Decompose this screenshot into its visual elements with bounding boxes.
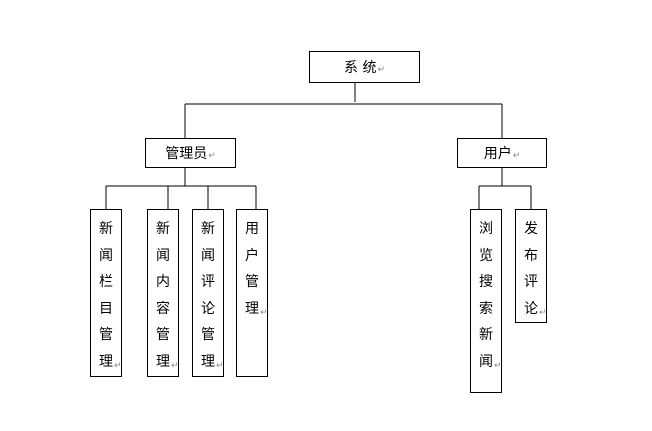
leaf-label-char: 览 [479, 247, 493, 264]
leaf-label-char: 论↵ [524, 296, 547, 323]
leaf-user-management: 用户管理↵ [236, 209, 268, 377]
admin-node: 管理员↵ [145, 138, 236, 168]
leaf-label-char: 浏 [479, 221, 493, 237]
return-mark: ↵ [260, 307, 268, 318]
leaf-label-char: 新 [156, 221, 170, 237]
leaf-label-char: 目 [99, 300, 113, 317]
leaf-label-char: 闻 [201, 247, 215, 264]
leaf-label-char: 评 [524, 274, 538, 290]
leaf-browse-search-news: 浏览搜索新闻↵ [470, 209, 502, 393]
leaf-label-char: 发 [524, 221, 538, 237]
leaf-label-char: 理↵ [245, 296, 268, 323]
return-mark: ↵ [114, 360, 122, 371]
leaf-label-char: 闻 [99, 247, 113, 264]
root-node: 系 统↵ [309, 51, 420, 83]
user-label: 用户 [483, 146, 512, 162]
leaf-label-char: 布 [524, 247, 538, 264]
return-mark: ↵ [216, 360, 224, 371]
leaf-news-comment-management: 新闻评论管理↵ [192, 209, 224, 377]
leaf-news-content-management: 新闻内容管理↵ [147, 209, 179, 377]
leaf-label-char: 新 [479, 327, 493, 343]
leaf-label-char: 索 [479, 300, 493, 317]
admin-label: 管理员 [165, 146, 208, 162]
leaf-label-char: 理↵ [156, 349, 179, 376]
leaf-label-char: 理↵ [99, 349, 122, 376]
leaf-label-char: 管 [156, 327, 170, 343]
leaf-label-char: 管 [99, 327, 113, 343]
leaf-news-column-management: 新闻栏目管理↵ [90, 209, 122, 377]
root-label: 系 统 [344, 60, 377, 76]
leaf-label-char: 论 [201, 300, 215, 317]
return-mark: ↵ [512, 151, 521, 161]
leaf-label-char: 容 [156, 300, 170, 317]
return-mark: ↵ [494, 360, 502, 371]
leaf-label-char: 内 [156, 274, 170, 290]
leaf-label-char: 新 [99, 221, 113, 237]
user-node: 用户↵ [457, 138, 547, 168]
return-mark: ↵ [539, 307, 547, 318]
leaf-label-char: 评 [201, 274, 215, 290]
leaf-label-char: 新 [201, 221, 215, 237]
leaf-label-char: 户 [245, 247, 259, 264]
leaf-label-char: 闻 [156, 247, 170, 264]
leaf-label-char: 理↵ [201, 349, 224, 376]
leaf-label-char: 用 [245, 221, 259, 237]
leaf-label-char: 管 [245, 274, 259, 290]
leaf-label-char: 搜 [479, 274, 493, 290]
return-mark: ↵ [171, 360, 179, 371]
leaf-post-comment: 发布评论↵ [515, 209, 547, 323]
return-mark: ↵ [208, 151, 216, 161]
leaf-label-char: 管 [201, 327, 215, 343]
leaf-label-char: 栏 [99, 274, 113, 290]
return-mark: ↵ [377, 65, 385, 75]
leaf-label-char: 闻↵ [479, 349, 502, 376]
